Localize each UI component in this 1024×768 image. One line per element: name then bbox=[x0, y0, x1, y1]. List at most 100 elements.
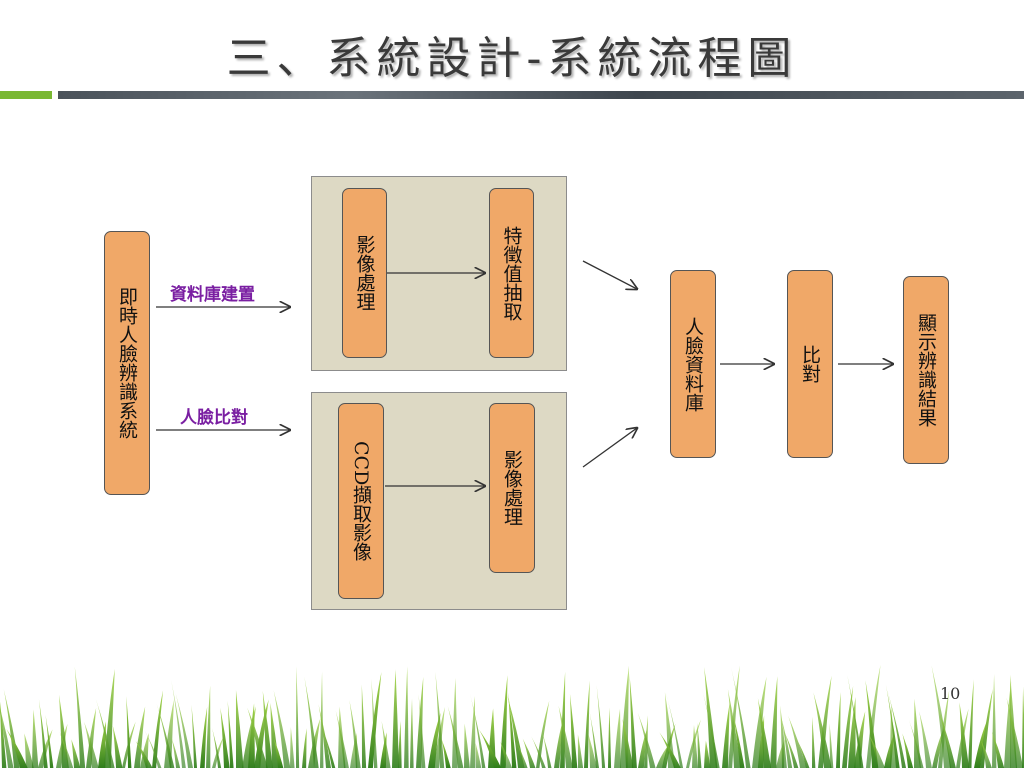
grass-blade bbox=[227, 700, 234, 768]
grass-blade bbox=[152, 690, 164, 768]
grass-blade bbox=[701, 686, 720, 768]
grass-blade bbox=[171, 737, 181, 768]
grass-blade bbox=[629, 673, 637, 768]
grass-blade bbox=[784, 731, 799, 768]
grass-blade bbox=[584, 680, 590, 768]
grass-blade bbox=[829, 723, 834, 768]
grass-blade bbox=[248, 703, 255, 768]
box-feature-extraction: 特徵值抽取 bbox=[489, 188, 534, 358]
grass-blade bbox=[361, 684, 367, 768]
grass-blade bbox=[608, 707, 612, 768]
grass-blade bbox=[235, 690, 244, 768]
grass-blade bbox=[731, 667, 751, 768]
system-box: 即時人臉辨識系統 bbox=[104, 231, 150, 495]
grass-blade bbox=[992, 674, 997, 768]
box-face-database: 人臉資料庫 bbox=[670, 270, 716, 458]
grass-blade bbox=[469, 693, 486, 768]
grass-blade bbox=[659, 732, 681, 768]
grass-blade bbox=[664, 692, 676, 768]
grass-blade bbox=[842, 685, 854, 768]
box-show-result: 顯示辨識結果 bbox=[903, 276, 949, 464]
grass-blade bbox=[508, 692, 517, 768]
grass-blade bbox=[71, 739, 81, 768]
grass-blade bbox=[589, 711, 600, 768]
grass-blade bbox=[435, 671, 445, 768]
grass-blade bbox=[135, 741, 153, 768]
grass-blade bbox=[479, 729, 502, 768]
grass-blade bbox=[349, 700, 361, 768]
grass-blade bbox=[335, 710, 349, 768]
grass-blade bbox=[596, 685, 606, 768]
grass-blade bbox=[919, 711, 932, 768]
grass-blade bbox=[200, 706, 208, 768]
grass-blade bbox=[727, 689, 741, 768]
label-face-compare: 人臉比對 bbox=[180, 408, 248, 428]
grass-blade bbox=[0, 707, 14, 768]
grass-blade bbox=[368, 672, 382, 768]
label-database-build: 資料庫建置 bbox=[170, 285, 255, 305]
grass-blade bbox=[32, 709, 39, 768]
grass-blade bbox=[914, 698, 921, 768]
page-number: 10 bbox=[940, 684, 961, 703]
grass-blade bbox=[558, 705, 573, 768]
grass-blade bbox=[887, 689, 907, 768]
grass-blade bbox=[637, 712, 656, 768]
grass-blade bbox=[622, 718, 634, 768]
grass-blade bbox=[296, 666, 300, 768]
grass-blade bbox=[475, 742, 482, 768]
grass-blade bbox=[6, 728, 28, 768]
grass-blade bbox=[1004, 681, 1012, 768]
grass-blade bbox=[854, 711, 866, 768]
arrow-panel2-to-database bbox=[582, 428, 637, 468]
grass-blade bbox=[938, 709, 956, 768]
grass-blade bbox=[770, 676, 778, 768]
grass-blade bbox=[171, 679, 186, 768]
grass-blade bbox=[516, 741, 528, 768]
grass-blade bbox=[812, 716, 816, 768]
grass-blade bbox=[290, 726, 295, 768]
grass-blade bbox=[818, 675, 832, 768]
grass-blade bbox=[732, 711, 745, 768]
grass-blade bbox=[554, 718, 564, 768]
grass-blade bbox=[274, 738, 284, 768]
grass-blade bbox=[441, 738, 451, 768]
slide-title: 三、系統設計-系統流程圖 bbox=[226, 33, 798, 84]
title-divider-bar bbox=[58, 91, 1024, 99]
grass-blade bbox=[908, 719, 924, 768]
grass-blade bbox=[98, 721, 106, 768]
grass-blade bbox=[614, 708, 621, 768]
grass-blade bbox=[410, 698, 414, 768]
grass-blade bbox=[381, 720, 391, 768]
grass-blade bbox=[134, 706, 146, 768]
box-image-processing-1: 影像處理 bbox=[342, 188, 387, 358]
grass-blade bbox=[845, 664, 864, 768]
grass-blade bbox=[722, 702, 730, 768]
grass-blade bbox=[869, 735, 885, 768]
grass-blade bbox=[665, 690, 684, 768]
grass-blade bbox=[795, 737, 810, 768]
grass-blade bbox=[45, 714, 54, 768]
grass-blade bbox=[968, 679, 974, 768]
grass-blade bbox=[542, 733, 552, 768]
grass-blade bbox=[126, 696, 132, 768]
grass-blade bbox=[112, 725, 123, 768]
grass-blade bbox=[95, 698, 115, 768]
grass-blade bbox=[404, 666, 409, 768]
grass-blade bbox=[848, 696, 856, 768]
grass-blade bbox=[569, 693, 578, 768]
grass-blade bbox=[418, 694, 426, 768]
grass-blade bbox=[588, 734, 597, 768]
grass-blade bbox=[371, 678, 378, 768]
arrow-panel1-to-database bbox=[582, 260, 637, 289]
capture-text: 擷取影像 bbox=[350, 485, 372, 562]
grass-blade bbox=[1006, 697, 1024, 768]
grass-blade bbox=[991, 731, 1005, 768]
grass-blade bbox=[692, 724, 699, 768]
grass-blade bbox=[704, 740, 711, 768]
grass-blade bbox=[885, 684, 900, 768]
grass-blade bbox=[317, 716, 336, 768]
grass-blade bbox=[273, 690, 291, 768]
grass-blade bbox=[780, 714, 793, 768]
title-accent-bar bbox=[0, 91, 52, 99]
